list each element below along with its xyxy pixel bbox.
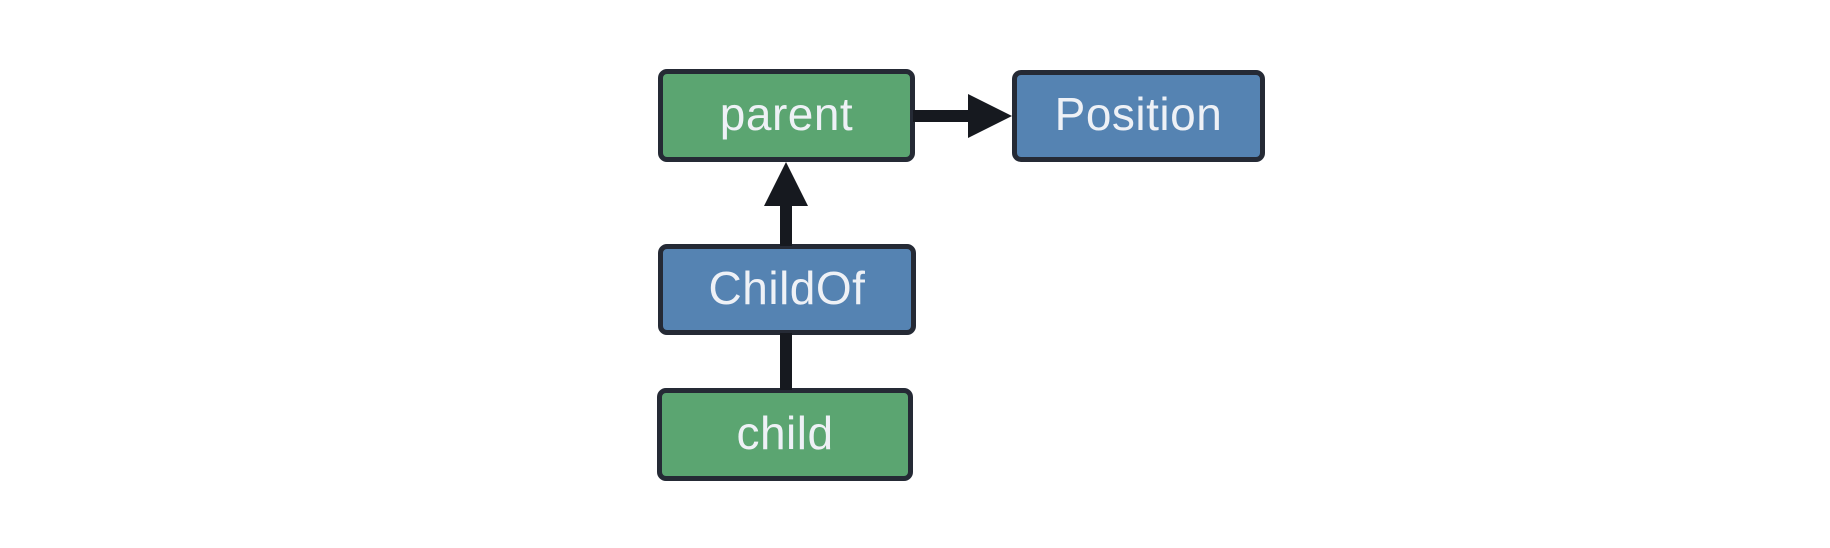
node-parent-label: parent — [719, 87, 854, 140]
node-childof-label: ChildOf — [708, 261, 866, 314]
arrowhead-right-icon — [968, 94, 1012, 138]
node-child: child — [657, 388, 913, 481]
node-parent: parent — [658, 69, 915, 162]
edge-child-to-childof — [780, 333, 792, 390]
node-position-label: Position — [1054, 88, 1223, 140]
node-childof: ChildOf — [658, 244, 916, 335]
node-child-label: child — [736, 406, 834, 459]
edge-childof-to-parent — [780, 200, 792, 246]
edge-parent-to-position — [913, 110, 970, 122]
node-position: Position — [1012, 70, 1265, 162]
arrowhead-up-icon — [764, 162, 808, 206]
